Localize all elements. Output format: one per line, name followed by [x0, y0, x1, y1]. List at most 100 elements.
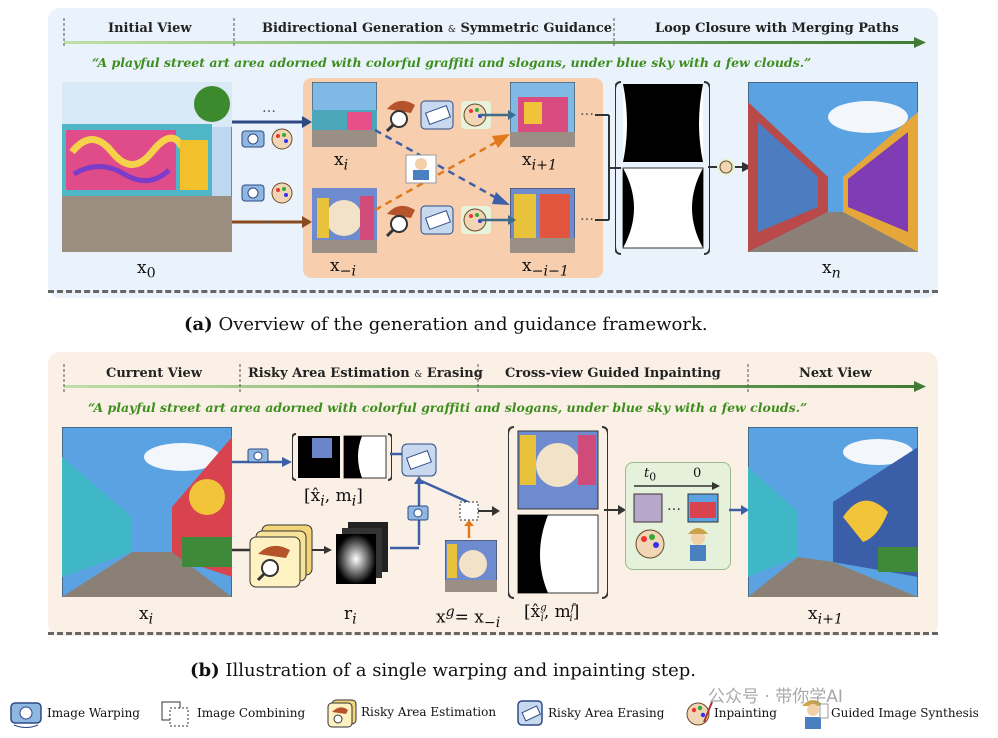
x0-forward-arrows	[232, 116, 312, 228]
painter-icon	[802, 700, 829, 729]
caption-a: (a) Overview of the generation and guida…	[184, 314, 708, 335]
label-xi: xi	[334, 150, 348, 173]
risky-estimation-stack	[232, 522, 388, 588]
symmetric-guidance-arrows	[374, 128, 510, 212]
panel-b-timeline	[63, 364, 926, 394]
legend-image-combining: Image Combining	[197, 706, 306, 720]
stage-bidirectional: Bidirectional Generation & Symmetric Gui…	[262, 21, 612, 36]
fp-a-sub: i	[540, 613, 544, 625]
final-view-image	[748, 82, 918, 252]
fp-b: , m	[543, 602, 571, 622]
warp-inpaint-icons-bottom	[241, 182, 293, 204]
stage-bidirectional-label: Bidirectional Generation	[262, 21, 444, 36]
fp-b-sub: i	[569, 613, 573, 625]
mask-pair-a-sub: i	[320, 493, 325, 510]
fp-close: ]	[572, 602, 580, 622]
xg-base: x	[436, 607, 446, 628]
label-final-pair: [x̂gi, mfi]	[524, 602, 579, 624]
stage-initial-view: Initial View	[108, 21, 192, 36]
label-xn: xn	[822, 258, 841, 281]
bxi1-sub: i+1	[817, 611, 843, 628]
t0-sub: 0	[649, 470, 657, 484]
mask-pair-b: , m	[324, 486, 352, 506]
camera-warp-icon	[10, 702, 42, 728]
legend-risky-estimation: Risky Area Estimation	[361, 705, 497, 719]
ellipsis-bottom: …	[262, 211, 276, 227]
synthesis-contents	[633, 482, 720, 561]
stage-next-view: Next View	[799, 366, 872, 381]
caption-a-text: Overview of the generation and guidance …	[218, 314, 708, 335]
warp-inpaint-icons-top	[241, 128, 293, 150]
stage-risky-label: Risky Area Estimation	[248, 366, 410, 381]
fp-b-sup: f	[570, 602, 575, 614]
stage-cross-view: Cross-view Guided Inpainting	[505, 366, 721, 381]
to-final-arrow	[708, 158, 752, 176]
label-ri: ri	[344, 604, 357, 627]
to-next-view-arrow	[729, 505, 749, 515]
warp-arrow-top	[232, 448, 292, 467]
x-minus-i-minus-1-image	[510, 188, 575, 253]
mask-pair-close: ]	[356, 486, 363, 506]
label-next-xi1: xi+1	[808, 604, 843, 627]
label-xi-plus-1: xi+1	[522, 150, 557, 173]
panel-b-prompt: “A playful street art area adorned with …	[88, 400, 808, 415]
stage-loop-closure: Loop Closure with Merging Paths	[655, 21, 899, 36]
stage-joiner: &	[447, 25, 456, 35]
xg-sup: g	[445, 604, 455, 620]
label-xg: xg= x−i	[436, 604, 500, 631]
xn-sub: n	[831, 265, 841, 282]
into-next-arrows	[480, 110, 516, 225]
caption-b-text: Illustration of a single warping and inp…	[225, 660, 697, 681]
eraser-icon	[517, 700, 543, 726]
xmi-base: x	[330, 256, 340, 276]
stage-risky: Risky Area Estimation & Erasing	[248, 366, 483, 381]
stage-current-view: Current View	[106, 366, 203, 381]
x0-sub: 0	[146, 265, 156, 282]
label-t0: t0	[644, 466, 656, 484]
panel-a-prompt: “A playful street art area adorned with …	[92, 55, 812, 70]
fp-a: [x̂	[524, 602, 541, 622]
panel-b-divider	[48, 632, 938, 635]
combined-pair	[508, 426, 608, 599]
label-mask-pair: [x̂i, mi]	[304, 486, 363, 509]
mask-pair-a: [x̂	[304, 486, 321, 506]
ellipsis-top: …	[262, 100, 276, 116]
to-synthesis-arrow	[604, 505, 626, 515]
bxi-sub: i	[148, 611, 154, 628]
palette-brush-icon	[686, 701, 713, 726]
caption-a-tag: (a)	[184, 314, 213, 335]
xg-eq: = x	[454, 607, 484, 628]
stage-symmetric-label: Symmetric Guidance	[460, 21, 613, 36]
xmi-sub: −i	[339, 263, 356, 280]
watermark: 公众号 · 带你学AI	[708, 687, 843, 707]
initial-view-image	[62, 82, 232, 252]
bxi-base: x	[139, 604, 149, 624]
caption-b: (b) Illustration of a single warping and…	[190, 660, 696, 681]
mask-pair-b-sub: i	[351, 493, 357, 510]
label-zero: 0	[693, 466, 702, 481]
xi-base: x	[334, 150, 344, 170]
panel-a-divider	[48, 290, 938, 293]
image-combine-icon	[161, 701, 189, 727]
guidance-image-xg	[445, 540, 497, 592]
xg-sub: −i	[483, 615, 501, 632]
stage-erasing-label: Erasing	[426, 366, 483, 381]
legend-inpainting: Inpainting	[714, 706, 777, 720]
xi-image	[312, 82, 377, 147]
loop-closure-masks	[615, 81, 710, 255]
xn-base: x	[822, 258, 832, 278]
ri-sub: i	[352, 611, 357, 628]
xi-plus-1-image	[510, 82, 575, 147]
xi1-base: x	[522, 150, 532, 170]
xmi1-base: x	[522, 256, 532, 276]
x-minus-i-image	[312, 188, 377, 253]
ellipsis-bottom-right: …	[580, 208, 594, 224]
xi-sub: i	[343, 157, 349, 174]
xi1-sub: i+1	[531, 157, 557, 174]
label-x-minus-i: x−i	[330, 256, 356, 279]
fp-a-sup: g	[540, 602, 547, 614]
legend-risky-erasing: Risky Area Erasing	[548, 706, 665, 720]
label-current-xi: xi	[139, 604, 153, 627]
bxi1-base: x	[808, 604, 818, 624]
bottom-row-tool-icons	[385, 205, 491, 238]
